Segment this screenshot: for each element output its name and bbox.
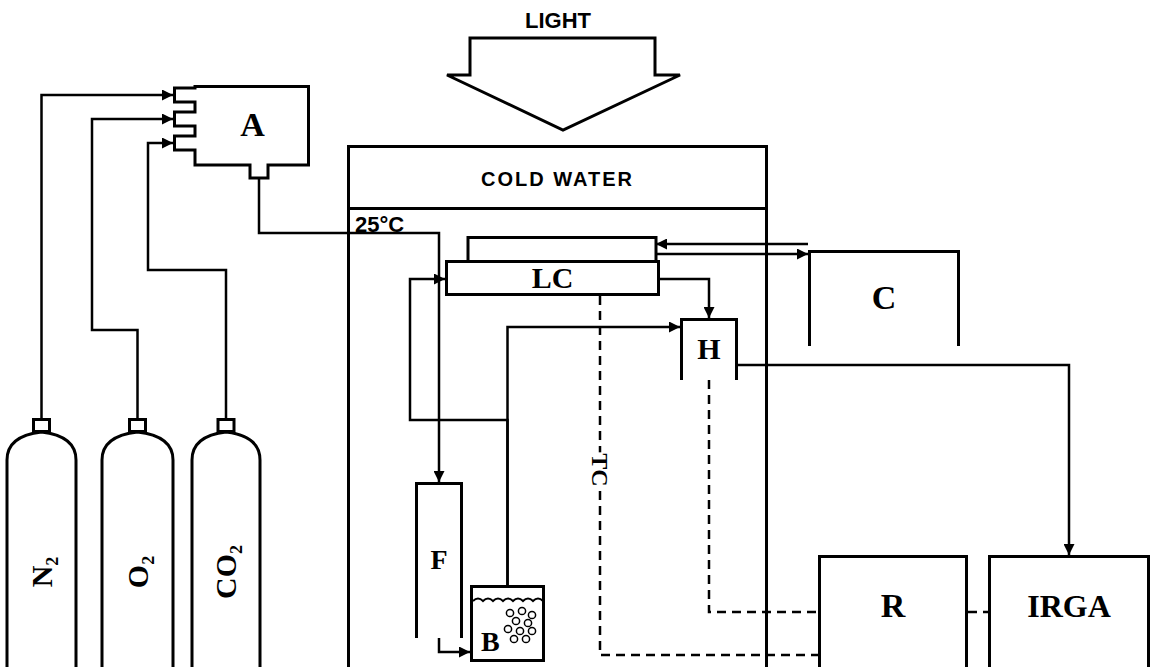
signal-line — [600, 296, 818, 655]
thermocouple-label: TC — [586, 452, 614, 487]
node-text: B — [481, 628, 500, 656]
cooler-box: C — [808, 250, 960, 346]
humidity-box: H — [680, 318, 738, 380]
node-text: O₂ — [123, 556, 153, 588]
chamber-body — [447, 262, 659, 295]
water-bath: 25°C COLD WATER LC H F B — [347, 145, 768, 667]
gas-line — [42, 95, 174, 418]
water-surface — [473, 599, 543, 602]
filter-box: F — [415, 482, 463, 638]
gas-line — [410, 279, 508, 585]
node-text: C — [872, 281, 897, 315]
bottle-body — [472, 587, 544, 661]
node-text: R — [881, 589, 906, 623]
cold-water-band: COLD WATER — [350, 148, 765, 210]
gas-cylinder: O₂ — [100, 418, 175, 667]
gas-line — [656, 253, 808, 256]
signal-line — [709, 380, 818, 612]
cylinder-body — [102, 432, 173, 667]
node-text: IRGA — [1027, 590, 1111, 622]
node-text: COLD WATER — [481, 169, 634, 189]
gas-mixer: A — [173, 85, 310, 180]
node-text: LC — [532, 263, 574, 293]
node-text: 25°C — [355, 214, 404, 236]
gas-line — [738, 365, 1069, 555]
water-jacket — [468, 238, 656, 262]
gas-line — [656, 243, 808, 246]
node-text: N₂ — [27, 557, 57, 588]
gas-line — [508, 327, 681, 585]
bubble — [528, 611, 535, 618]
gas-cylinder: N₂ — [5, 418, 78, 667]
gas-line — [148, 143, 226, 418]
mixer-body — [175, 87, 309, 179]
node-text: F — [430, 546, 447, 574]
bubble — [506, 609, 513, 616]
bubble — [516, 627, 523, 634]
bubble — [528, 627, 535, 634]
bubble — [518, 607, 525, 614]
node-text: A — [240, 108, 265, 142]
irga-box: IRGA — [988, 555, 1150, 667]
gas-line — [439, 638, 470, 652]
gas-cylinder-outline — [100, 418, 175, 667]
cylinder-valve — [218, 420, 234, 432]
recorder-box: R — [818, 555, 968, 667]
leaf-chamber: LC — [445, 236, 660, 296]
cylinder-body — [7, 432, 76, 667]
humidifier-bottle: B — [470, 585, 545, 662]
bubble — [512, 617, 519, 624]
node-text: H — [697, 334, 720, 364]
gas-line — [660, 279, 709, 318]
gas-cylinder-outline — [190, 418, 262, 667]
gas-cylinder: CO₂ — [190, 418, 262, 667]
node-text: CO₂ — [211, 545, 241, 599]
cylinder-valve — [34, 420, 50, 432]
bubble — [522, 635, 529, 642]
bubble — [524, 619, 531, 626]
light-label: LIGHT — [524, 8, 592, 34]
bubble — [504, 625, 511, 632]
gas-cylinder-outline — [5, 418, 78, 667]
light-arrow — [447, 38, 680, 130]
gas-line — [92, 119, 173, 418]
bubble — [510, 635, 517, 642]
signal-line — [968, 611, 988, 614]
cylinder-valve — [130, 420, 146, 432]
cylinder-body — [192, 432, 260, 667]
